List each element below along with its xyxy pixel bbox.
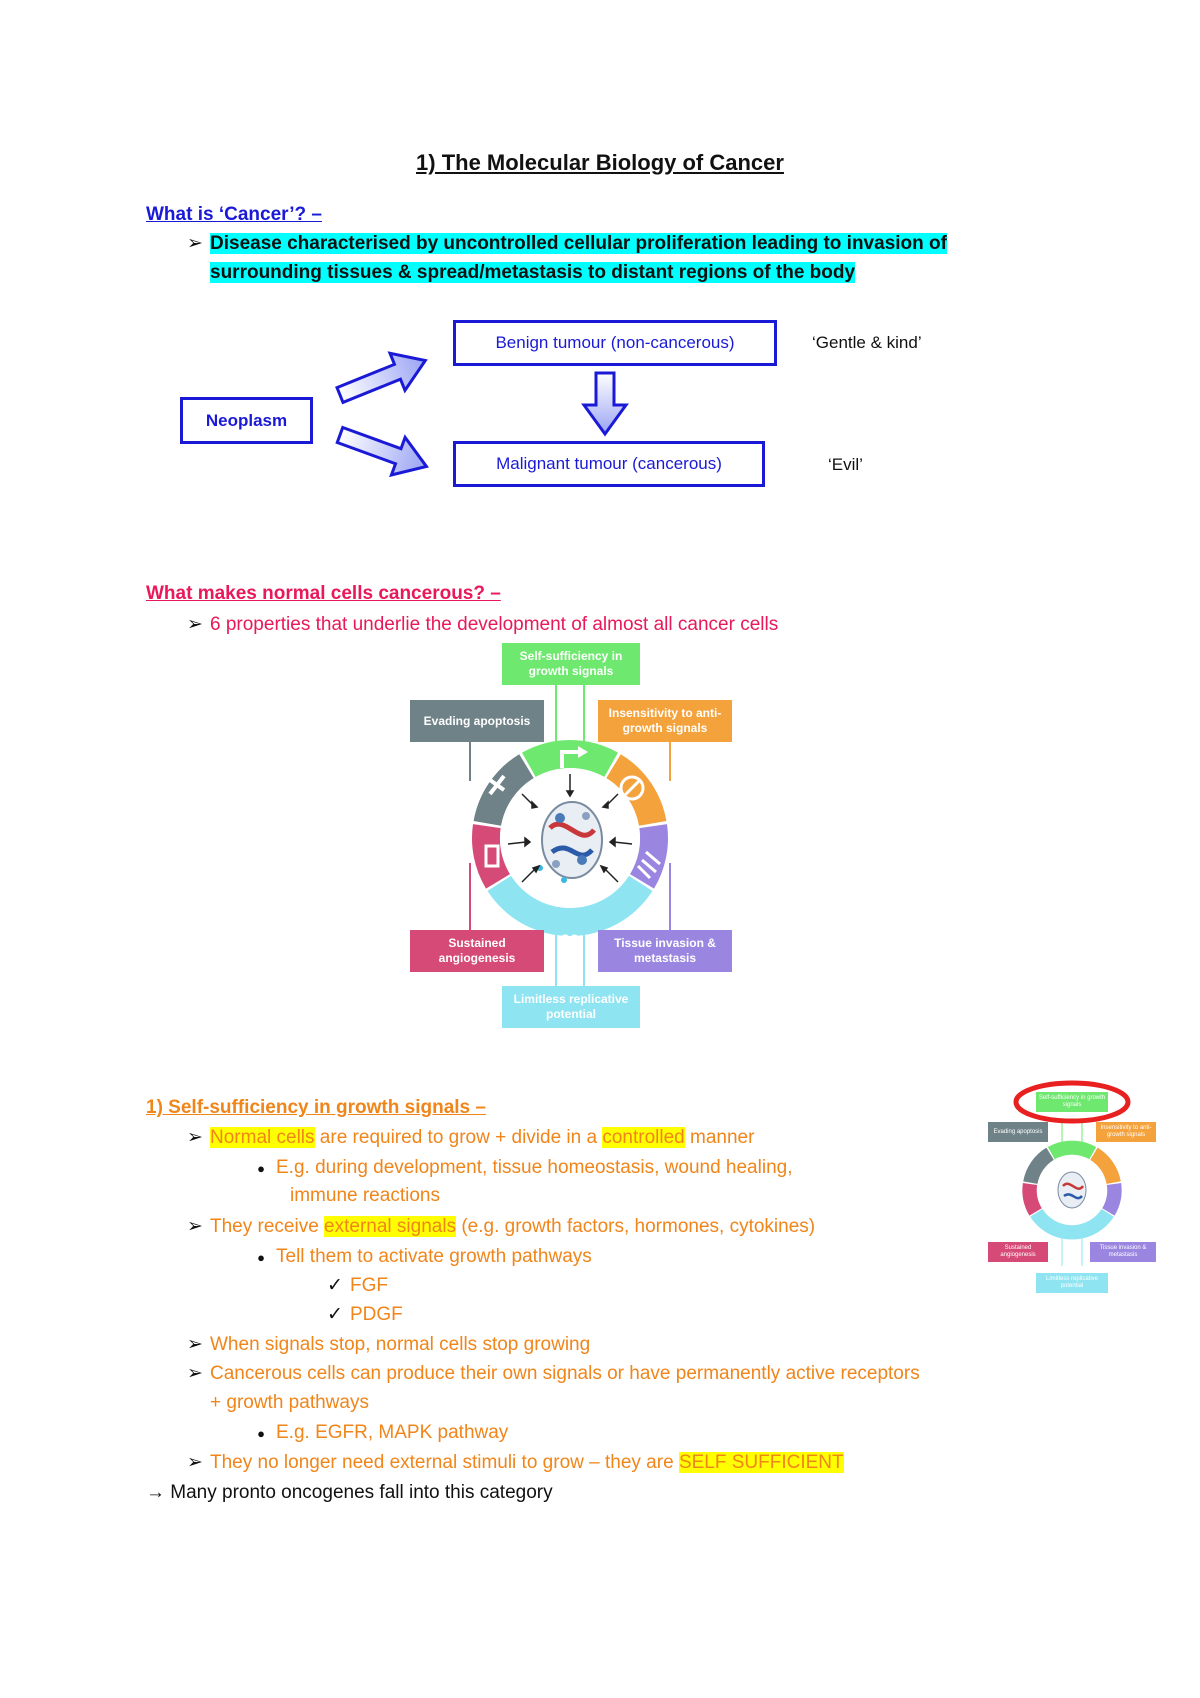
text-immune-reactions: immune reactions [290,1185,440,1206]
label-angiogenesis: Sustained angiogenesis [410,930,544,972]
definition-text-1: Disease characterised by uncontrolled ce… [210,233,947,254]
arrow-bullet-icon: ➢ [187,1127,203,1148]
infinity-icon: ∞ [558,922,583,957]
benign-quote: ‘Gentle & kind’ [812,333,922,352]
conclusion-line: → Many pronto oncogenes fall into this c… [146,1482,553,1503]
arrow-bullet-icon: ➢ [187,1334,203,1355]
red-highlight-circle [1013,1080,1131,1124]
section-heading-self-sufficiency: 1) Self-sufficiency in growth signals – [146,1097,486,1118]
arrow-to-malignant-icon [335,425,429,478]
text-development: E.g. during development, tissue homeosta… [276,1157,793,1178]
highlight-self-sufficient: SELF SUFFICIENT [678,1452,844,1473]
arrow-bullet-icon: ➢ [187,1363,203,1384]
sub-bullet-development: ● E.g. during development, tissue homeost… [246,1154,792,1183]
highlight-external-signals: external signals [324,1216,457,1237]
check-icon: ✓ [327,1304,343,1325]
highlight-controlled: controlled [602,1127,685,1148]
thumb-label-self-sufficiency: Self-sufficiency in growth signals [1036,1092,1108,1112]
bullet-external-signals: ➢ They receive external signals (e.g. gro… [180,1213,815,1241]
check-item-fgf: ✓ FGF [320,1272,388,1300]
text-fgf: FGF [350,1275,388,1296]
text-egfr: E.g. EGFR, MAPK pathway [276,1422,509,1443]
arrow-bullet-icon: ➢ [187,1216,203,1237]
definition-line-1: ➢ Disease characterised by uncontrolled c… [180,230,947,258]
arrow-benign-to-malignant-icon [581,371,629,437]
arrow-bullet-icon: ➢ [187,233,203,254]
definition-text-2: surrounding tissues & spread/metastasis … [210,262,856,283]
page-title: 1) The Molecular Biology of Cancer [416,150,784,175]
thumb-label-invasion: Tissue invasion & metastasis [1090,1242,1156,1262]
bullet-signals-stop: ➢ When signals stop, normal cells stop gr… [180,1331,590,1359]
text-cancerous-cells: Cancerous cells can produce their own si… [210,1363,920,1384]
label-limitless-replicative: Limitless replicative potential [502,986,640,1028]
check-item-pdgf: ✓ PDGF [320,1301,403,1329]
text-receive: They receive [210,1216,325,1237]
text-no-longer-need: They no longer need external stimuli to … [210,1452,679,1473]
sub-bullet-egfr: ● E.g. EGFR, MAPK pathway [246,1419,508,1448]
text-growth-pathways: + growth pathways [210,1392,369,1413]
label-tissue-invasion: Tissue invasion & metastasis [598,930,732,972]
text-signals-stop: When signals stop, normal cells stop gro… [210,1334,591,1355]
bullet-self-sufficient: ➢ They no longer need external stimuli to… [180,1449,844,1477]
bullet-normal-cells: ➢ Normal cells are required to grow + div… [180,1124,754,1152]
dot-bullet-icon: ● [257,1426,265,1441]
text-pdgf: PDGF [350,1304,403,1325]
arrow-bullet-icon: ➢ [187,1452,203,1473]
six-properties-text: 6 properties that underlie the developme… [210,614,779,635]
benign-tumour-box: Benign tumour (non-cancerous) [453,320,777,366]
malignant-tumour-box: Malignant tumour (cancerous) [453,441,765,487]
hallmarks-of-cancer-figure: ∞ Self-sufficiency in growth signals Eva… [410,643,740,1033]
six-properties-line: ➢ 6 properties that underlie the developm… [180,611,778,639]
check-icon: ✓ [327,1275,343,1296]
arrow-bullet-icon: ➢ [187,614,203,635]
text-activate-pathways: Tell them to activate growth pathways [276,1246,592,1267]
bullet-cancerous-cells: ➢ Cancerous cells can produce their own s… [180,1360,920,1388]
definition-line-2: surrounding tissues & spread/metastasis … [210,259,856,287]
thumb-label-replicative: Limitless replicative potential [1036,1273,1108,1293]
text-normal-cells-mid: are required to grow + divide in a [314,1127,603,1148]
text-growth-factors: (e.g. growth factors, hormones, cytokine… [456,1216,816,1237]
thumb-label-evading: Evading apoptosis [988,1122,1048,1142]
arrow-to-benign-icon [335,351,428,405]
hallmarks-thumbnail-wheel [1013,1080,1131,1266]
hallmarks-wheel: ∞ [469,683,671,988]
label-insensitivity: Insensitivity to anti-growth signals [598,700,732,742]
hallmarks-thumbnail: Self-sufficiency in growth signals Evadi… [988,1080,1156,1298]
dot-bullet-icon: ● [257,1250,265,1265]
dot-bullet-icon: ● [257,1161,265,1176]
highlight-normal-cells: Normal cells [210,1127,315,1148]
neoplasm-arrows [335,351,629,478]
label-self-sufficiency: Self-sufficiency in growth signals [502,643,640,685]
neoplasm-box: Neoplasm [180,397,313,444]
section-heading-normal-cells-cancerous: What makes normal cells cancerous? – [146,583,501,604]
section-heading-what-is-cancer: What is ‘Cancer’? – [146,204,322,225]
malignant-quote: ‘Evil’ [828,455,863,474]
thumb-label-insensitivity: Insensitivity to anti-growth signals [1096,1122,1156,1142]
label-evading-apoptosis: Evading apoptosis [410,700,544,742]
sub-bullet-activate: ● Tell them to activate growth pathways [246,1243,592,1272]
text-normal-cells-end: manner [684,1127,755,1148]
thumb-label-angiogenesis: Sustained angiogenesis [988,1242,1048,1262]
